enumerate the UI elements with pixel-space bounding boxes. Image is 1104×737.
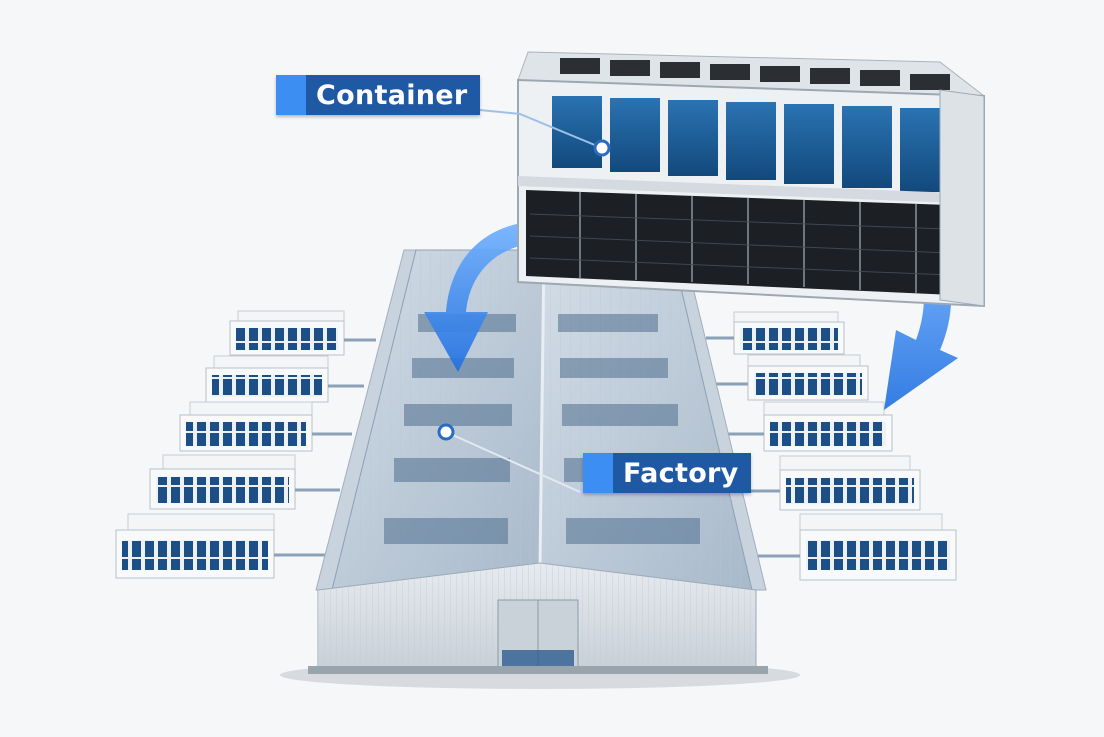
left-unit-row xyxy=(115,310,376,579)
external-unit xyxy=(205,355,364,403)
factory-label-text: Factory xyxy=(623,457,739,489)
container-unit xyxy=(517,51,986,308)
external-unit xyxy=(728,401,893,452)
external-unit xyxy=(716,354,869,401)
fan-row xyxy=(560,58,950,90)
container-label: Container xyxy=(276,75,480,115)
external-unit xyxy=(115,513,326,579)
external-unit xyxy=(149,454,340,510)
callout-dot-icon xyxy=(593,139,611,157)
label-accent xyxy=(276,75,306,115)
factory-leader-line xyxy=(445,431,581,493)
rack-bays xyxy=(579,192,917,293)
external-unit xyxy=(706,311,845,355)
container-leader-line xyxy=(479,109,603,149)
external-unit xyxy=(179,401,352,452)
external-unit xyxy=(742,455,921,511)
curved-arrow-left-icon xyxy=(424,222,528,372)
callout-dot-icon xyxy=(437,423,455,441)
right-unit-row xyxy=(706,311,957,581)
external-unit xyxy=(758,513,957,581)
factory-label: Factory xyxy=(583,453,751,493)
label-accent xyxy=(583,453,613,493)
cooling-panels xyxy=(552,96,950,192)
external-unit xyxy=(229,310,376,356)
container-label-text: Container xyxy=(316,79,468,111)
